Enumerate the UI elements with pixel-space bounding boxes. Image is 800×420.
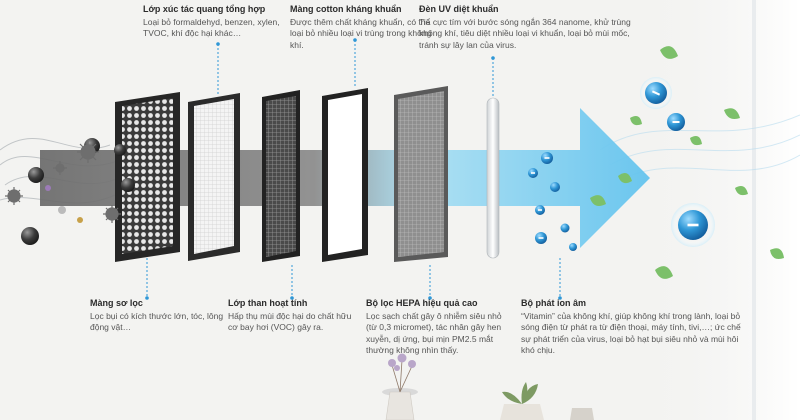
pre-filter-layer xyxy=(115,92,180,262)
window-frame xyxy=(752,0,756,420)
layer-title: Lớp xúc tác quang tổng hợp xyxy=(143,4,266,14)
activated-carbon-layer xyxy=(262,90,300,262)
layer-description: Lọc sạch chất gây ô nhiễm siêu nhỏ (từ 0… xyxy=(366,310,502,356)
layer-title: Đèn UV diệt khuẩn xyxy=(419,4,499,14)
layer-title: Bộ lọc HEPA hiệu quả cao xyxy=(366,298,478,308)
cotton-layer xyxy=(322,88,368,262)
virus-icon xyxy=(5,141,121,223)
layer-description: Tia cực tím với bước sóng ngắn 364 nanom… xyxy=(419,16,631,50)
layer-description: Hấp thụ mùi độc hại do chất hữu cơ bay h… xyxy=(228,310,352,333)
layer-description: Được thêm chất kháng khuẩn, có thể loại … xyxy=(290,16,432,50)
cup-decor xyxy=(570,408,594,420)
dust-particle-icon xyxy=(21,138,135,245)
hepa-layer xyxy=(394,86,448,262)
layer-description: “Vitamin” của không khí, giúp không khí … xyxy=(521,310,741,356)
layer-title: Bộ phát ion âm xyxy=(521,298,586,308)
layer-title: Lớp than hoạt tính xyxy=(228,298,308,308)
negative-ion-icon xyxy=(528,77,715,251)
layer-title: Màng cotton kháng khuẩn xyxy=(290,4,402,14)
leader-lines xyxy=(146,40,561,298)
window-light xyxy=(640,0,800,420)
leader-dots xyxy=(145,38,562,300)
ion-generator-label: Bộ phát ion âm “Vitamin” của không khí, g… xyxy=(521,298,741,357)
layer-title: Màng sơ lọc xyxy=(90,298,143,308)
flower-vase-decor xyxy=(382,353,418,420)
uv-lamp xyxy=(486,97,500,259)
layer-description: Lọc bụi có kích thước lớn, tóc, lông độn… xyxy=(90,310,224,333)
leaf-icon xyxy=(590,46,784,279)
layer-description: Loại bỏ formaldehyd, benzen, xylen, TVOC… xyxy=(143,16,280,39)
plant-pot-decor xyxy=(500,382,544,420)
photocatalyst-layer xyxy=(188,93,240,261)
